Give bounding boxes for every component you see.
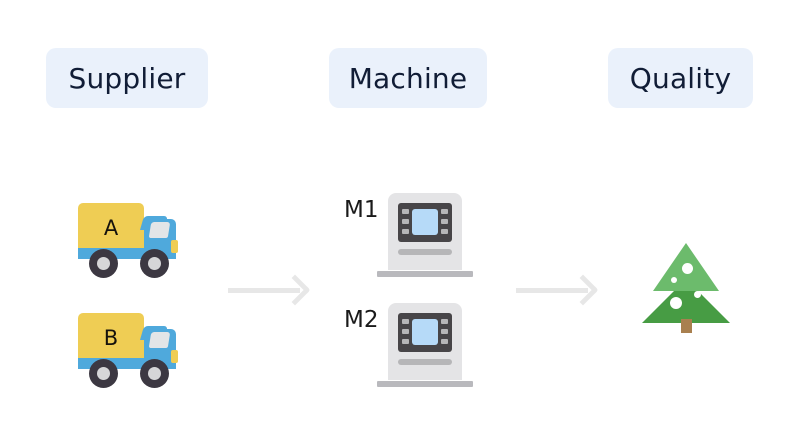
tree-trunk — [681, 319, 692, 333]
tree-ornament — [670, 297, 682, 309]
machine-button — [402, 229, 409, 234]
column-header-quality-label: Quality — [629, 61, 732, 95]
truck-cargo-box — [78, 203, 144, 253]
column-header-supplier: Supplier — [46, 48, 208, 108]
machine-button — [441, 219, 448, 224]
tree-ornament — [694, 291, 701, 298]
arrow-shaft — [228, 288, 300, 293]
machine-base — [377, 271, 473, 277]
machine-button — [441, 209, 448, 214]
arrow-right-icon-machine-to-quality — [516, 274, 599, 306]
machine-button — [402, 319, 409, 324]
tree-ornament — [671, 277, 677, 283]
machine-button — [441, 319, 448, 324]
arrow-head — [567, 274, 599, 306]
arrow-head — [279, 274, 311, 306]
truck-headlight — [171, 350, 178, 363]
truck-wheel-rear — [89, 359, 118, 388]
truck-wheel-front — [140, 249, 169, 278]
quality-node-tree-icon — [642, 243, 730, 333]
machine-slot — [398, 359, 452, 365]
tree-ornament — [682, 263, 693, 274]
machine-button — [402, 219, 409, 224]
machine-button — [402, 329, 409, 334]
machine-button — [402, 339, 409, 344]
machine-button — [441, 339, 448, 344]
machine-screen — [412, 319, 438, 345]
machine-screen — [412, 209, 438, 235]
machine-label-m2: M2 — [344, 307, 379, 333]
arrow-shaft — [516, 288, 588, 293]
truck-chassis — [78, 248, 176, 259]
column-header-machine-label: Machine — [348, 61, 468, 95]
truck-cargo-box — [78, 313, 144, 363]
machine-button — [441, 329, 448, 334]
truck-wheel-rear — [89, 249, 118, 278]
machine-label-m1: M1 — [344, 197, 379, 223]
truck-label-a: A — [103, 216, 119, 240]
machine-button — [402, 209, 409, 214]
column-header-machine: Machine — [329, 48, 487, 108]
truck-window — [148, 332, 171, 348]
column-header-supplier-label: Supplier — [68, 61, 186, 95]
truck-label-b: B — [103, 326, 119, 350]
machine-button — [441, 229, 448, 234]
arrow-right-icon-supplier-to-machine — [228, 274, 311, 306]
column-header-quality: Quality — [608, 48, 753, 108]
machine-slot — [398, 249, 452, 255]
truck-headlight — [171, 240, 178, 253]
truck-chassis — [78, 358, 176, 369]
machine-node-m2 — [377, 303, 473, 387]
truck-wheel-front — [140, 359, 169, 388]
truck-window — [148, 222, 171, 238]
supplier-node-a: A — [78, 197, 188, 279]
machine-node-m1 — [377, 193, 473, 277]
machine-base — [377, 381, 473, 387]
supplier-node-b: B — [78, 307, 188, 389]
